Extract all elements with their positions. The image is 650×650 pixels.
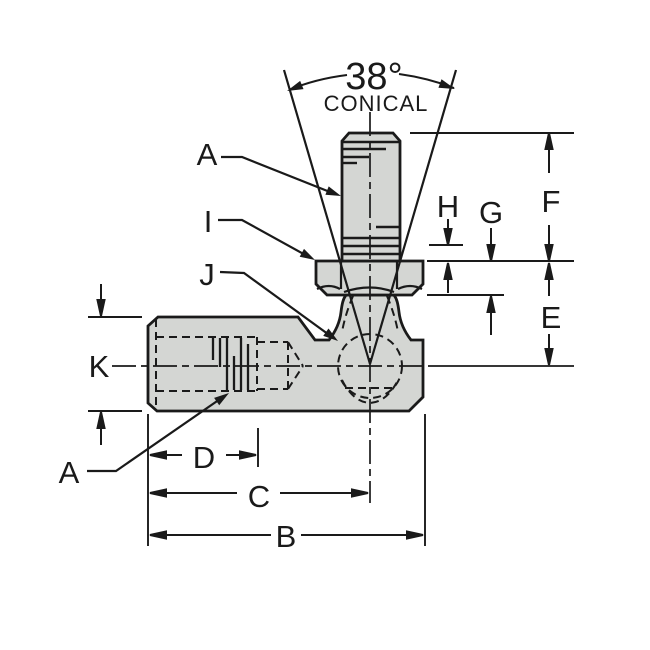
stud-thread-lines [342,140,400,256]
part-silhouette [146,131,425,413]
neck-inner-left-hidden [341,295,354,333]
dim-label-C: C [248,479,270,514]
leader-washer [218,218,310,258]
angle-arrow-right [438,79,455,89]
callout-washer: I [204,204,213,239]
leader-stud-thread [221,155,336,196]
angle-arrow-left [287,80,304,91]
callout-stud-thread: A [197,137,218,172]
dim-label-F: F [542,184,561,219]
dim-label-E: E [541,300,562,335]
extension-lines [88,132,574,546]
centerlines [112,112,574,503]
callout-bore-thread: A [59,455,80,490]
dim-label-K: K [89,349,110,384]
neck-inner-right-hidden [386,295,399,333]
dim-label-G: G [479,195,503,230]
leader-lines [87,155,341,473]
angle-dimension [287,73,455,91]
bore-thread-ticks [211,338,250,390]
text-labels: 38° CONICAL A I J A K D C B F H G E [59,56,562,554]
drill-point-upper [287,341,304,367]
cone-angle-label: 38° [345,56,402,98]
body-housing [146,293,425,413]
cone-note-label: CONICAL [324,91,429,116]
threaded-stud [340,131,402,263]
dim-label-H: H [437,189,459,224]
drill-point-lower [287,365,304,390]
leader-bore-thread [87,396,224,473]
dimension-lines [96,132,554,540]
dim-label-D: D [193,440,215,475]
leader-seal [219,270,333,338]
callout-seal: J [199,257,215,292]
dim-label-B: B [276,519,297,554]
cone-flank-lines [282,69,458,365]
